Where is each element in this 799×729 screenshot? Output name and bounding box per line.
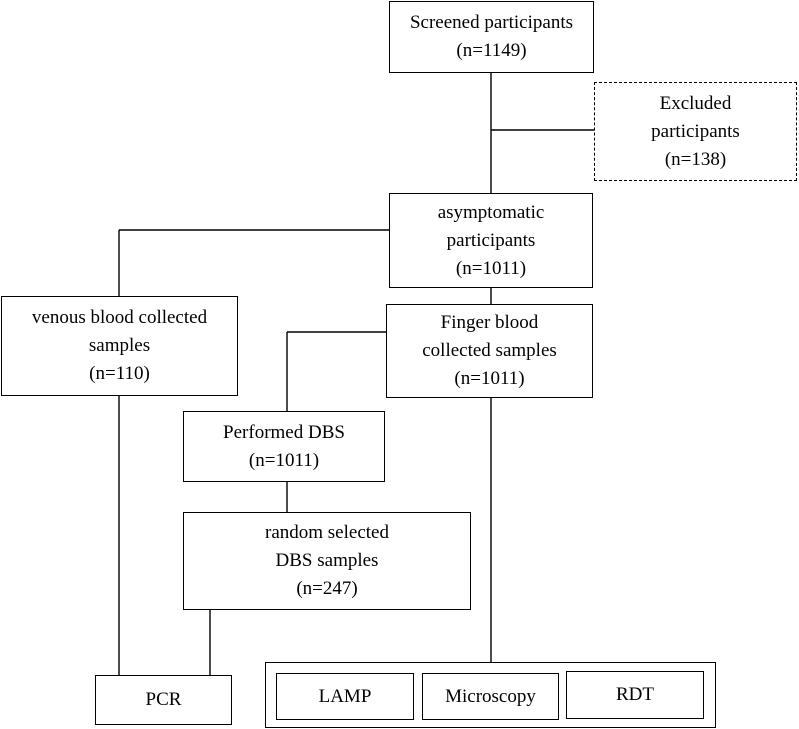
lamp-label: LAMP xyxy=(318,685,372,707)
screened-label: Screened participants xyxy=(409,12,573,33)
excluded-participants-box: Excluded participants (n=138) xyxy=(594,82,797,181)
random-selected-dbs-box: random selected DBS samples (n=247) xyxy=(183,512,471,610)
asymptomatic-label-2: participants xyxy=(446,229,536,251)
microscopy-box: Microscopy xyxy=(422,673,559,720)
screened-participants-box: Screened participants (n=1149) xyxy=(389,1,594,73)
finger-label-1: Finger blood xyxy=(440,312,539,333)
screened-count: (n=1149) xyxy=(456,40,527,61)
asymptomatic-participants-box: asymptomatic participants (n=1011) xyxy=(389,193,593,288)
venous-label-1: venous blood collected xyxy=(31,307,208,328)
venous-count: (n=110) xyxy=(89,363,150,384)
random-label-1: random selected xyxy=(265,522,389,543)
lamp-box: LAMP xyxy=(276,673,414,720)
asymptomatic-count: (n=1011) xyxy=(455,257,527,279)
venous-blood-samples-box: venous blood collected samples (n=110) xyxy=(1,296,238,396)
rdt-label: RDT xyxy=(616,684,654,705)
dbs-label: Performed DBS xyxy=(223,421,345,443)
random-label-2: DBS samples xyxy=(275,550,379,571)
excluded-label-2: participants xyxy=(651,120,740,142)
pcr-box: PCR xyxy=(95,675,232,725)
finger-label-2: collected samples xyxy=(422,340,557,361)
finger-blood-samples-box: Finger blood collected samples (n=1011) xyxy=(386,304,593,398)
random-count: (n=247) xyxy=(296,578,358,599)
venous-label-2: samples xyxy=(88,335,151,356)
asymptomatic-label-1: asymptomatic xyxy=(437,201,545,223)
performed-dbs-box: Performed DBS (n=1011) xyxy=(183,411,385,482)
excluded-count: (n=138) xyxy=(664,148,727,170)
microscopy-label: Microscopy xyxy=(445,685,536,707)
dbs-count: (n=1011) xyxy=(248,449,320,471)
pcr-label: PCR xyxy=(145,689,182,710)
tests-group xyxy=(265,662,716,728)
rdt-box: RDT xyxy=(566,671,704,719)
finger-count: (n=1011) xyxy=(454,368,525,389)
excluded-label-1: Excluded xyxy=(659,92,732,114)
